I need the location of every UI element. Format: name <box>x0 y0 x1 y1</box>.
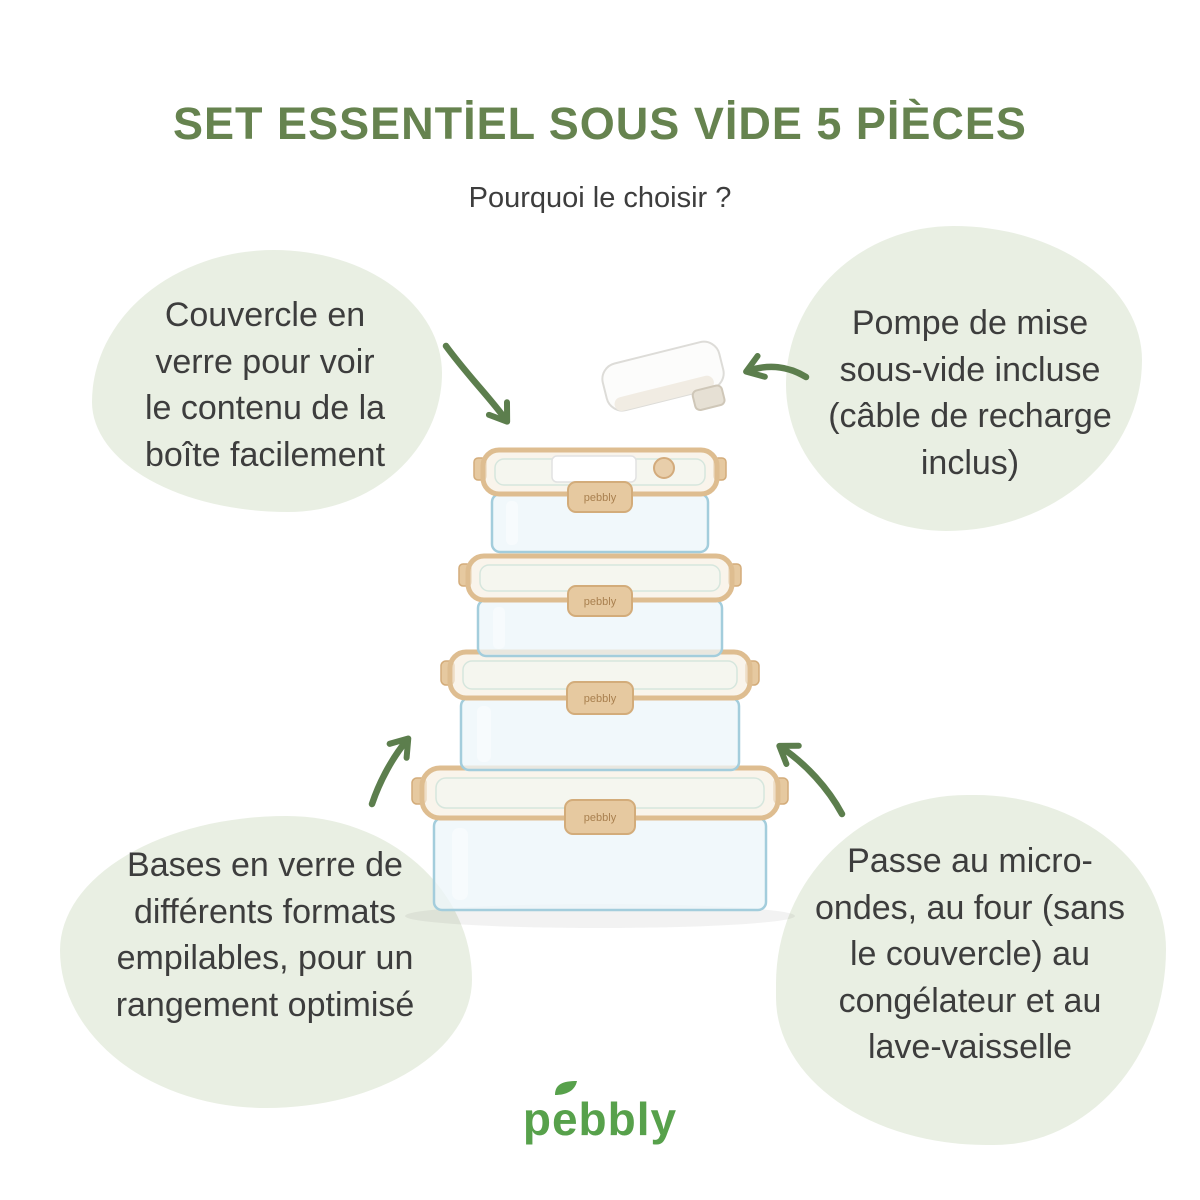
arrow-top-right-icon <box>743 352 810 381</box>
page-subtitle: Pourquoi le choisir ? <box>468 182 732 214</box>
brand-logo: pebbly <box>0 1081 1200 1146</box>
page-title: SET ESSENTİEL SOUS VİDE 5 PİÈCES <box>173 98 1027 149</box>
vacuum-pump-image <box>601 340 726 412</box>
vacuum-valve-icon <box>653 457 675 479</box>
clip-brand-label: pebbly <box>584 693 617 705</box>
arrow-top-left-icon <box>442 342 511 425</box>
container-medium-image: pebbly <box>458 553 742 658</box>
decorative-blob-bottom-left <box>60 816 472 1108</box>
decorative-blob-bottom-right <box>776 795 1166 1145</box>
clip-brand-label: pebbly <box>584 492 617 504</box>
container-xl-image: pebbly <box>411 765 789 912</box>
decorative-blob-top-left <box>92 250 442 512</box>
arrow-bottom-right-icon <box>776 742 846 818</box>
annotation-bases: Bases en verre de différents formats emp… <box>115 846 415 1024</box>
annotation-arrows <box>368 342 846 818</box>
annotation-usage: Passe au micro- ondes, au four (sans le … <box>815 842 1125 1067</box>
lid-label <box>551 455 637 483</box>
clip-brand-label: pebbly <box>584 812 617 824</box>
annotation-pump: Pompe de mise sous-vide incluse (câble d… <box>828 304 1112 482</box>
annotation-lid: Couvercle en verre pour voir le contenu … <box>144 296 386 474</box>
clip-brand-label: pebbly <box>584 596 617 608</box>
arrow-bottom-left-icon <box>368 735 412 808</box>
container-small-image: pebbly <box>473 447 727 554</box>
brand-logo-text: pebbly <box>522 1093 678 1145</box>
container-large-image: pebbly <box>440 649 760 772</box>
decorative-blob-top-right <box>786 226 1142 531</box>
leaf-icon <box>554 1081 577 1095</box>
